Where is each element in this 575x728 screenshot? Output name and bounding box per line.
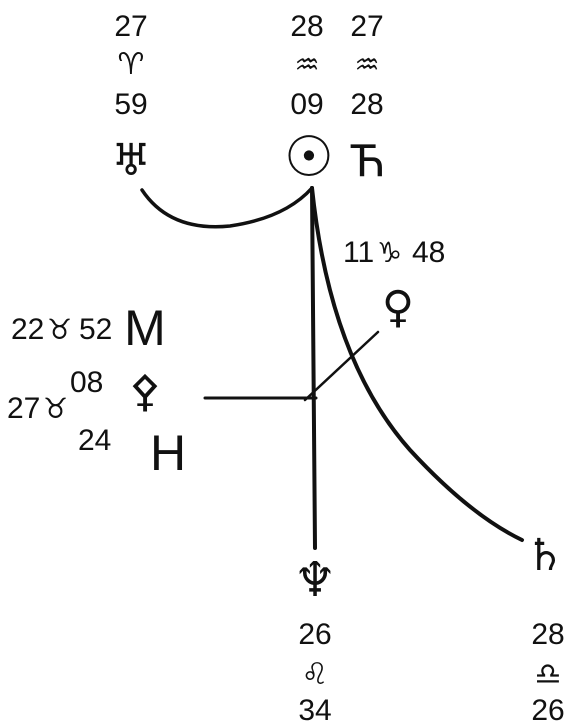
saturn-icon: ♄ xyxy=(525,530,564,581)
hades-icon: Ћ xyxy=(350,136,386,187)
neptune-icon: ♆ xyxy=(293,552,336,608)
uranus-sun-arc xyxy=(140,186,314,229)
leo-icon: ♌ xyxy=(302,657,329,692)
uranus-icon: ♅ xyxy=(111,135,150,186)
taurus-icon: ♉ xyxy=(47,313,72,346)
capricorn-icon: ♑ xyxy=(377,236,402,269)
aquarius-icon: ♒ xyxy=(354,48,379,81)
venus-branch xyxy=(303,330,380,402)
venus-degree: 11 xyxy=(343,236,374,269)
saturn-minutes: 26 xyxy=(531,694,564,727)
ascendant-degree: 27 xyxy=(7,392,40,425)
venus-minutes: 48 xyxy=(412,236,445,269)
house-minutes: 24 xyxy=(78,424,111,457)
ascendant-icon: ⚴ xyxy=(129,366,161,417)
venus-icon: ♀ xyxy=(382,282,414,333)
sun-minutes: 09 xyxy=(290,88,323,121)
main-stem xyxy=(310,186,317,550)
hades-minutes: 28 xyxy=(350,88,383,121)
taurus-icon: ♉ xyxy=(43,392,68,425)
libra-icon: ♎ xyxy=(535,657,562,692)
mc-degree: 22 xyxy=(11,313,44,346)
uranus-degree: 27 xyxy=(114,10,147,43)
mc-minutes: 52 xyxy=(79,313,112,346)
aries-icon: ♈ xyxy=(118,47,145,82)
mc-letter: M xyxy=(124,300,166,356)
sun-degree: 28 xyxy=(290,10,323,43)
saturn-arc xyxy=(310,186,524,542)
saturn-degree: 28 xyxy=(531,618,564,651)
aquarius-icon: ♒ xyxy=(294,48,319,81)
uranus-minutes: 59 xyxy=(114,88,147,121)
ascendant-minutes: 08 xyxy=(70,366,103,399)
neptune-degree: 26 xyxy=(298,618,331,651)
house-letter: H xyxy=(150,425,186,481)
hades-degree: 27 xyxy=(350,10,383,43)
sun-icon: ☉ xyxy=(284,125,334,190)
neptune-minutes: 34 xyxy=(298,694,331,727)
